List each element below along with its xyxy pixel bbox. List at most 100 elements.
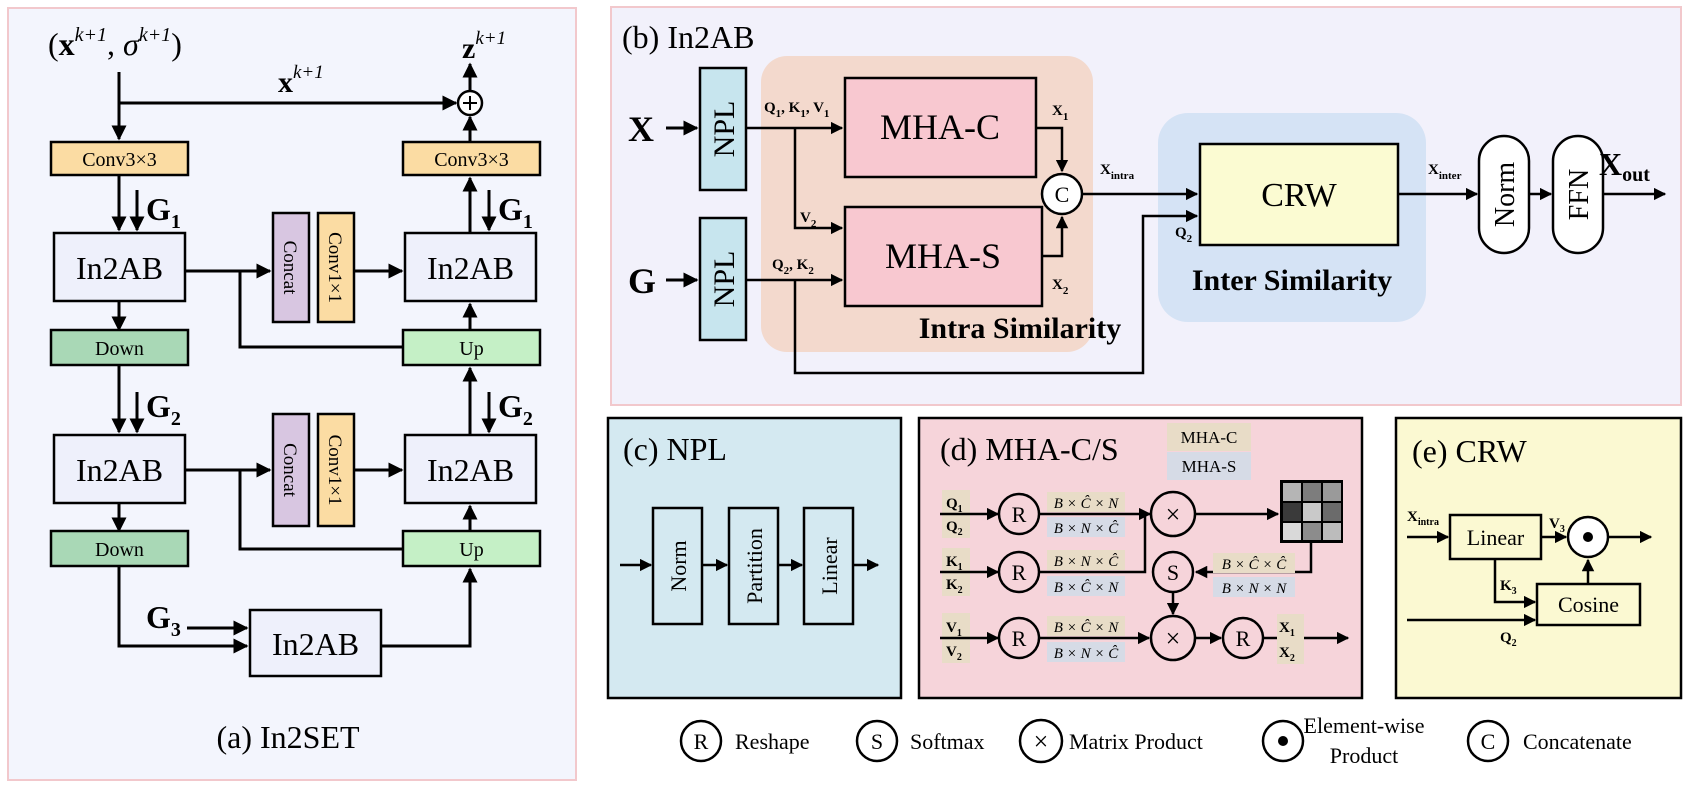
down-label-1: Down — [95, 338, 144, 360]
legend-concat-label: Concatenate — [1523, 729, 1632, 754]
panel-d-title: (d) MHA-C/S — [940, 431, 1119, 467]
in2ab-encoder-1-label: In2AB — [76, 250, 163, 286]
add-icon-plus — [463, 96, 477, 110]
x-input-label: X — [628, 109, 654, 149]
crw-block — [1198, 142, 1400, 247]
legend-softmax-label: Softmax — [910, 729, 985, 754]
concat-label-1: Concat — [279, 241, 300, 296]
up-block-1 — [401, 328, 542, 367]
conv3x3-right-block — [401, 140, 542, 177]
q2-to-crw-arrow — [793, 209, 1199, 375]
npl-block-x — [698, 66, 748, 192]
conv1x1-label-2: Conv1×1 — [324, 435, 345, 506]
dim-tag-k-s — [1047, 576, 1125, 596]
legend-softmax-symbol: S — [871, 729, 883, 754]
tag-mha-s-label: MHA-S — [1182, 457, 1237, 476]
legend-elementwise-label-1: Element-wise — [1304, 713, 1425, 738]
dim-tag-v-s — [1047, 642, 1125, 662]
in2ab-decoder-2 — [403, 433, 538, 505]
dim-attn-c: B × Ĉ × Ĉ — [1222, 556, 1287, 573]
tag-mha-c — [1167, 423, 1251, 451]
reshape-icon-v-label: R — [1012, 626, 1027, 651]
conv1x1-label-1: Conv1×1 — [324, 232, 345, 303]
npl-norm-label: Norm — [666, 540, 691, 591]
mha-c-block — [843, 76, 1038, 179]
concat-block-1 — [271, 211, 311, 324]
npl-label-g: NPL — [708, 251, 741, 308]
panel-e-crw: (e) CRW Xintra Linear V3 K3 Cosine Q2 — [1394, 416, 1683, 700]
dim-v-c: B × Ĉ × N — [1054, 619, 1119, 636]
conv1x1-block-1 — [316, 211, 356, 324]
crw-label: CRW — [1261, 177, 1337, 214]
down-block-2 — [49, 529, 190, 568]
panel-a-in2set: (xk+1, σk+1) xk+1 zk+1 Conv3×3 Conv3×3 G… — [7, 7, 577, 781]
matmul-icon-2-label: × — [1166, 624, 1181, 653]
in2ab-bottleneck — [248, 608, 383, 678]
g1-left-label: G1 — [146, 191, 181, 233]
legend-elementwise-label-2: Product — [1330, 743, 1398, 768]
npl-partition-label: Partition — [742, 528, 767, 604]
panel-a-caption: (a) In2SET — [216, 719, 360, 755]
crw-linear-label: Linear — [1467, 525, 1525, 550]
reshape-icon-k-label: R — [1012, 560, 1027, 585]
mha-s-to-concat-arrow — [1042, 215, 1069, 258]
reshape-k-to-matmul-line — [1039, 514, 1147, 574]
legend: R Reshape S Softmax × Matrix Product Ele… — [679, 713, 1632, 768]
tag-mha-c-label: MHA-C — [1181, 428, 1238, 447]
g3-label: G3 — [146, 599, 181, 641]
in2ab-decoder-1-label: In2AB — [427, 250, 514, 286]
cosine-block — [1535, 582, 1642, 627]
legend-concat-symbol: C — [1481, 729, 1496, 754]
cosine-label: Cosine — [1558, 592, 1619, 617]
in2ab-bottleneck-label: In2AB — [272, 626, 359, 662]
linear-to-cosine-arrow — [1493, 559, 1537, 609]
attention-map-icon — [1280, 480, 1343, 543]
mha-c-label: MHA-C — [880, 107, 1000, 147]
legend-softmax-icon — [855, 719, 899, 763]
bottleneck-to-up-arrow — [381, 567, 478, 648]
conv3x3-right-label: Conv3×3 — [434, 149, 509, 171]
in2ab-encoder-2 — [52, 433, 187, 505]
panel-b-in2ab: (b) In2AB X G NPL NPL MHA-C MHA-S Q1, K1… — [610, 6, 1682, 406]
npl-linear-block — [802, 506, 855, 626]
dim-attn-s: B × N × N — [1222, 581, 1287, 597]
g1-right-label: G1 — [498, 191, 533, 233]
down-to-bottleneck-arrow — [117, 566, 249, 654]
matmul-icon-1-label: × — [1166, 500, 1181, 529]
x-out-tag — [1277, 614, 1304, 664]
elementwise-product-dot — [1583, 532, 1593, 542]
g2-left-label: G2 — [146, 388, 181, 430]
npl-partition-block — [727, 506, 780, 626]
g2-right-label: G2 — [498, 388, 533, 430]
ffn-label: FFN — [1564, 169, 1595, 220]
norm-label: Norm — [1490, 162, 1521, 228]
softmax-icon-label: S — [1167, 560, 1179, 585]
dim-tag-attn-s — [1213, 577, 1295, 597]
legend-matmul-icon — [1018, 718, 1064, 764]
legend-matmul-label: Matrix Product — [1069, 729, 1203, 754]
mha-c-to-concat-arrow — [1036, 126, 1069, 173]
panel-d-mha: (d) MHA-C/S MHA-C MHA-S Q1 Q2 R B × Ĉ × … — [917, 416, 1364, 700]
dim-tag-q-s — [1047, 517, 1125, 537]
reshape-icon-q-label: R — [1012, 502, 1027, 527]
dim-k-s: B × Ĉ × N — [1054, 579, 1119, 596]
dim-v-s: B × N × Ĉ — [1054, 645, 1119, 662]
up-label-1: Up — [459, 338, 483, 360]
skip-to-up-line-2 — [238, 470, 403, 551]
panel-c-npl: (c) NPL Norm Partition Linear — [606, 416, 903, 700]
intra-similarity-label: Intra Similarity — [919, 312, 1122, 345]
legend-reshape-label: Reshape — [735, 729, 810, 754]
dim-q-c: B × Ĉ × N — [1054, 495, 1119, 512]
reshape-icon-out-label: R — [1236, 626, 1251, 651]
panel-c-title: (c) NPL — [623, 431, 727, 467]
dim-k-c: B × N × Ĉ — [1054, 553, 1119, 570]
conv3x3-left-block — [49, 140, 190, 177]
input-label: (xk+1, σk+1) — [48, 24, 182, 62]
dim-tag-v-c — [1047, 616, 1125, 636]
panel-e-title: (e) CRW — [1412, 433, 1527, 469]
skip-to-up-line-1 — [238, 271, 403, 349]
dim-q-s: B × N × Ĉ — [1054, 520, 1119, 537]
legend-concat-icon — [1466, 719, 1510, 763]
in2ab-encoder-2-label: In2AB — [76, 452, 163, 488]
v1-branch-to-mha-s-arrow — [793, 128, 844, 235]
